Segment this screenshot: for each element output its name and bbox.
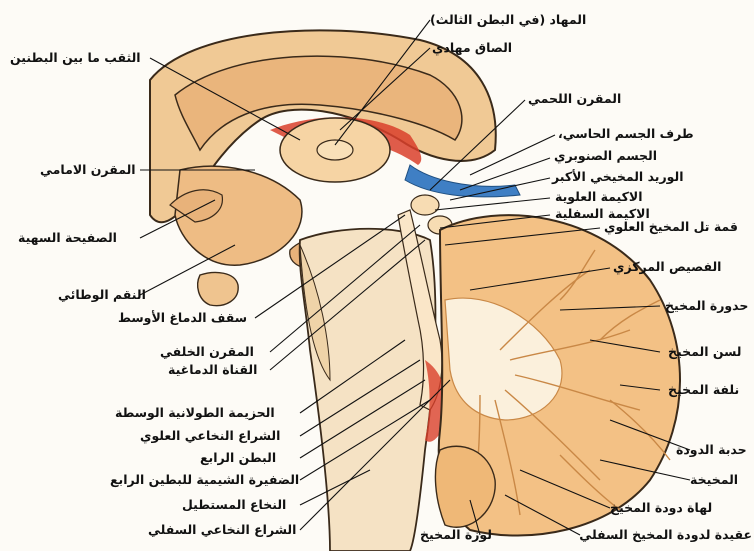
label-declive: لسن المخيخ <box>668 346 742 359</box>
label-lamina-terminalis: الصفيحة السهية <box>18 232 117 245</box>
interthalamic-adhesion <box>317 140 353 160</box>
label-pineal: الجسم الصنوبري <box>554 150 657 163</box>
label-fornix-end: طرف الجسم الحاسي، <box>558 128 694 141</box>
label-tonsil: لوزة المخيخ <box>420 529 492 542</box>
label-pyramis: المخيخة <box>690 474 738 487</box>
label-anterior-commissure: المقرن الامامي <box>40 164 136 177</box>
label-tectum-roof: سقف الدماغ الأوسط <box>118 312 247 325</box>
label-aqueduct: القناة الدماغية <box>168 364 257 377</box>
label-folium: نلفة المخيخ <box>668 384 739 397</box>
label-optic-chiasm: النقم الوطائي <box>58 289 146 302</box>
label-tuber: حدبة الدودة <box>676 444 747 457</box>
superior-colliculus <box>411 195 439 215</box>
label-great-vein: الوريد المخيخي الأكبر <box>552 171 684 184</box>
label-sup-medullary: الشراع النخاعي العلوي <box>140 430 280 443</box>
label-culmen: حدورة المخيخ <box>665 300 748 313</box>
label-posterior-commissure-2: المقرن الخلفي <box>160 346 254 359</box>
label-central-lobule: الفصيص المركزي <box>613 261 721 274</box>
label-interthalamic: الثقب ما بين البطنين <box>10 52 141 65</box>
label-superior-colliculus: الاكيمة العلوية <box>555 191 643 204</box>
label-ependymal: الصاق مهادي <box>432 42 512 55</box>
label-medulla: النخاع المستطيل <box>182 499 286 512</box>
label-choroid-plexus: الضفيرة الشيمية للبطين الرابع <box>110 474 299 487</box>
label-uvula: لهاة دودة المخيخ <box>610 502 712 515</box>
label-fourth-ventricle: البطن الرابع <box>200 452 276 465</box>
label-posterior-commissure: المقرن اللحمي <box>528 93 621 106</box>
label-top-title: المهاد (في البطن الثالث) <box>430 14 586 27</box>
pituitary <box>198 272 238 305</box>
label-medial-longitudinal: الحزيمة الطولانية الوسطة <box>115 407 275 420</box>
vein-blue <box>405 165 520 197</box>
label-inf-medullary: الشراع النخاعي السفلي <box>148 524 296 537</box>
label-superior-peduncle: قمة تل المخيخ العلوي <box>604 221 738 234</box>
label-nodule: عقيدة لدودة المخيخ السفلي <box>579 529 752 542</box>
